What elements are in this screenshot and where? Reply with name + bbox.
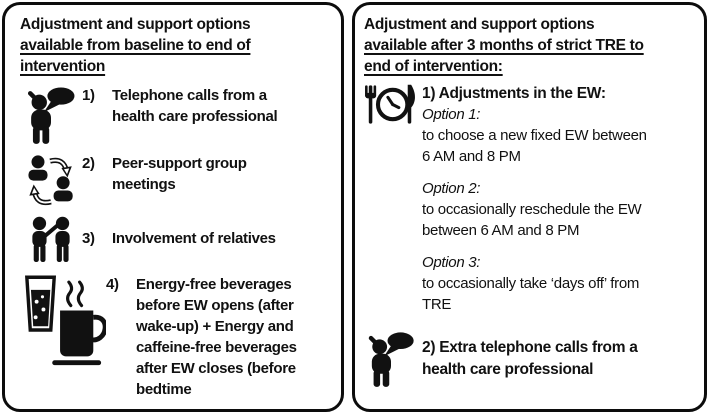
- item-number: 2): [82, 155, 95, 172]
- option-3: Option 3: to occasionally take ‘days off…: [422, 252, 694, 315]
- peer-support-group-icon: [28, 155, 73, 206]
- telephone-call-person-icon: [27, 87, 75, 144]
- option-label: Option 2:: [422, 180, 481, 197]
- telephone-call-person-icon: [368, 332, 414, 387]
- option-1: Option 1: to choose a new fixed EW betwe…: [422, 104, 694, 167]
- relatives-icon: [32, 216, 70, 263]
- left-panel: Adjustment and support options available…: [2, 2, 344, 412]
- item-text: Involvement of relatives: [112, 230, 276, 247]
- meal-time-icon: [365, 84, 415, 124]
- left-panel-title: Adjustment and support options available…: [20, 14, 331, 77]
- option-2: Option 2: to occasionally reschedule the…: [422, 178, 694, 241]
- right-title-underlined: available after 3 months of strict TRE t…: [364, 37, 644, 75]
- option-label: Option 1:: [422, 106, 481, 123]
- right-panel-title: Adjustment and support options available…: [364, 14, 694, 77]
- list-item-relatives: 3) Involvement of relatives: [20, 215, 331, 270]
- left-title-line1: Adjustment and support options: [20, 16, 251, 33]
- item-number: 3): [82, 230, 95, 247]
- beverages-icon: [25, 275, 106, 366]
- right-panel: Adjustment and support options available…: [352, 2, 707, 412]
- item-number: 4): [106, 276, 119, 293]
- right-title-line1: Adjustment and support options: [364, 16, 595, 33]
- item-heading: 1) Adjustments in the EW:: [422, 85, 606, 102]
- option-label: Option 3:: [422, 254, 481, 271]
- item-number: 1): [82, 87, 95, 104]
- list-item-ew-adjustments: 1) Adjustments in the EW: Option 1: to c…: [364, 83, 694, 315]
